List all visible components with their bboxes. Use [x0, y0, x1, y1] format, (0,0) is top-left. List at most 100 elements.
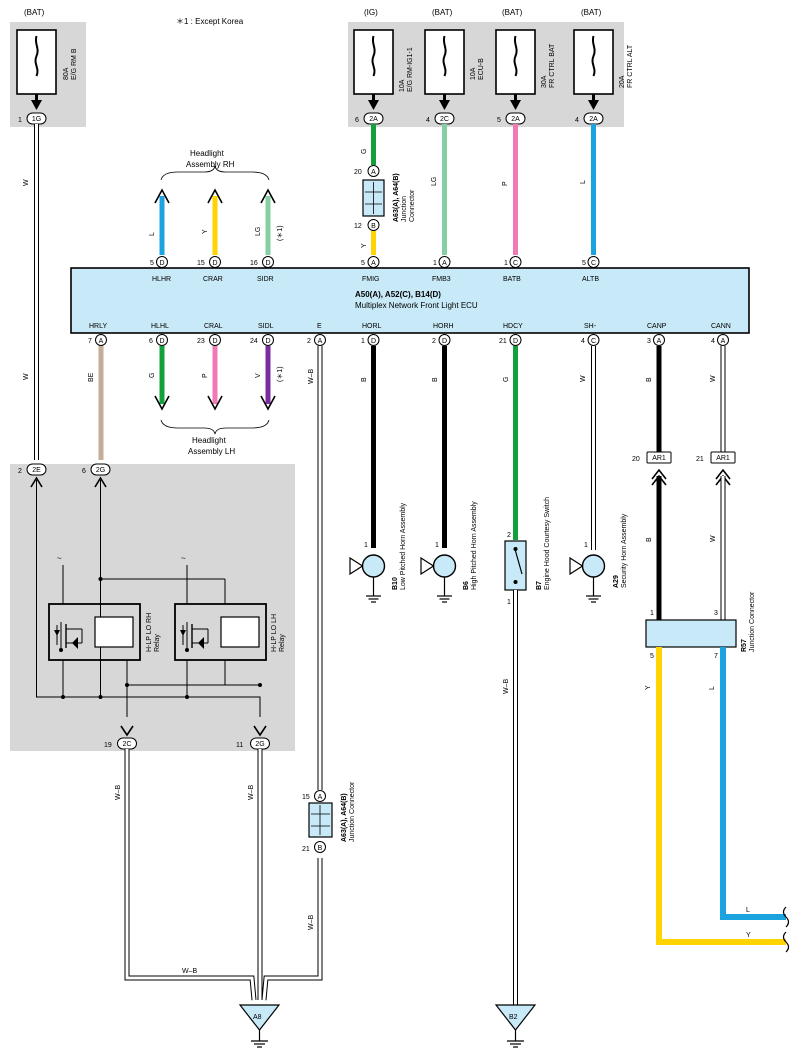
- svg-text:A: A: [657, 338, 662, 345]
- fuse-80a: (BAT) 80A E/G RM B 1G 1: [16, 8, 78, 125]
- svg-text:HLHL: HLHL: [151, 323, 169, 330]
- svg-text:Relay: Relay: [279, 634, 286, 652]
- svg-text:2A: 2A: [589, 116, 598, 123]
- svg-text:20: 20: [354, 169, 362, 176]
- svg-text:D: D: [371, 338, 376, 345]
- svg-text:(BAT): (BAT): [432, 8, 453, 17]
- svg-text:Connector: Connector: [409, 189, 416, 222]
- svg-text:HLHR: HLHR: [152, 276, 171, 283]
- fuse-10a-ig: (IG) 10A E/G RM-IG1-1 2A 6: [353, 8, 414, 125]
- ground-a8: A8: [238, 1004, 281, 1048]
- svg-text:5: 5: [650, 653, 654, 660]
- svg-text:6: 6: [82, 468, 86, 475]
- svg-text:B7: B7: [536, 581, 543, 590]
- svg-text:(IG): (IG): [364, 8, 378, 17]
- svg-text:B: B: [646, 537, 653, 542]
- svg-text:W: W: [710, 375, 717, 382]
- svg-text:B10: B10: [392, 577, 399, 590]
- svg-text:A8: A8: [253, 1014, 262, 1021]
- svg-text:A63(A), A64(B): A63(A), A64(B): [341, 793, 348, 842]
- svg-text:3: 3: [647, 338, 651, 345]
- svg-text:B: B: [371, 223, 376, 230]
- svg-text:HRLY: HRLY: [89, 323, 107, 330]
- svg-text:Low Pitched Horn Assembly: Low Pitched Horn Assembly: [400, 502, 407, 590]
- svg-text:2A: 2A: [511, 116, 520, 123]
- svg-text:R57: R57: [741, 639, 748, 652]
- fuse-rating: 80A: [63, 67, 70, 80]
- horn-b6: 1 B6 High Pitched Horn Assembly: [420, 501, 478, 603]
- svg-text:D: D: [442, 338, 447, 345]
- svg-text:1: 1: [435, 542, 439, 549]
- relay-box: [10, 464, 295, 751]
- junction-connector-r57: [645, 619, 737, 648]
- svg-text:LG: LG: [431, 177, 438, 186]
- svg-text:L: L: [580, 180, 587, 184]
- svg-text:3: 3: [714, 610, 718, 617]
- svg-text:SH-: SH-: [584, 323, 597, 330]
- svg-text:2A: 2A: [369, 116, 378, 123]
- svg-text:7: 7: [88, 338, 92, 345]
- svg-text:A: A: [318, 794, 323, 801]
- svg-text:P: P: [502, 181, 509, 186]
- svg-text:Assembly RH: Assembly RH: [186, 160, 235, 169]
- svg-text:B2: B2: [509, 1014, 518, 1021]
- svg-text:4: 4: [575, 117, 579, 124]
- fuse-icon: [371, 35, 376, 77]
- svg-text:2C: 2C: [123, 741, 132, 748]
- svg-text:W: W: [710, 535, 717, 542]
- svg-text:ECU-B: ECU-B: [478, 58, 485, 80]
- wire-w-left-1: W: [23, 179, 30, 186]
- svg-text:1: 1: [433, 260, 437, 267]
- horn-a29: 1 A29 Security Horn Assembly: [569, 513, 628, 603]
- svg-text:L: L: [746, 907, 750, 914]
- relay-box-content: 2E 2 2G 6 ~ ~: [18, 463, 286, 750]
- svg-text:W–B: W–B: [308, 369, 315, 385]
- svg-text:A: A: [371, 169, 376, 176]
- fuse-icon: [34, 35, 39, 77]
- svg-text:20: 20: [632, 456, 640, 463]
- svg-text:D: D: [212, 338, 217, 345]
- svg-text:23: 23: [197, 338, 205, 345]
- svg-text:19: 19: [104, 742, 112, 749]
- fuse-icon: [591, 35, 596, 77]
- svg-text:C: C: [591, 260, 596, 267]
- svg-text:~: ~: [57, 554, 62, 563]
- svg-text:AR1: AR1: [716, 455, 730, 462]
- svg-text:D: D: [159, 260, 164, 267]
- svg-text:Assembly LH: Assembly LH: [188, 447, 235, 456]
- footnote: ＊1 : Except Korea: [176, 17, 244, 26]
- svg-text:21: 21: [302, 846, 310, 853]
- svg-text:1: 1: [584, 542, 588, 549]
- svg-text:D: D: [159, 338, 164, 345]
- svg-text:12: 12: [354, 223, 362, 230]
- fuse-source: (BAT): [24, 8, 45, 17]
- wire-w-left-2: W: [23, 373, 30, 380]
- svg-text:(＊1): (＊1): [277, 225, 284, 241]
- svg-text:High Pitched Horn Assembly: High Pitched Horn Assembly: [471, 501, 478, 590]
- svg-text:HDCY: HDCY: [503, 323, 523, 330]
- svg-text:W: W: [580, 375, 587, 382]
- svg-text:1: 1: [650, 610, 654, 617]
- svg-text:G: G: [503, 377, 510, 382]
- fuse-icon: [513, 35, 518, 77]
- svg-text:D: D: [212, 260, 217, 267]
- svg-text:W–B: W–B: [182, 968, 198, 975]
- svg-text:B6: B6: [463, 581, 470, 590]
- svg-text:15: 15: [302, 794, 310, 801]
- svg-text:4: 4: [581, 338, 585, 345]
- svg-text:CRAL: CRAL: [204, 323, 223, 330]
- svg-text:H-LP LO LH: H-LP LO LH: [271, 614, 278, 652]
- svg-text:10A: 10A: [399, 79, 406, 92]
- ecu-box: [70, 267, 750, 334]
- svg-text:10A: 10A: [470, 67, 477, 80]
- fuse-20a-fr-ctrl-alt: (BAT) 20A FR CTRL ALT 2A 4: [573, 8, 634, 125]
- svg-text:16: 16: [250, 260, 258, 267]
- svg-text:SIDR: SIDR: [257, 276, 274, 283]
- svg-text:B: B: [646, 377, 653, 382]
- svg-text:D: D: [265, 260, 270, 267]
- ecu-codes: A50(A), A52(C), B14(D): [355, 290, 441, 299]
- horn-icon: [361, 554, 386, 578]
- svg-text:2G: 2G: [96, 467, 105, 474]
- svg-text:SIDL: SIDL: [258, 323, 274, 330]
